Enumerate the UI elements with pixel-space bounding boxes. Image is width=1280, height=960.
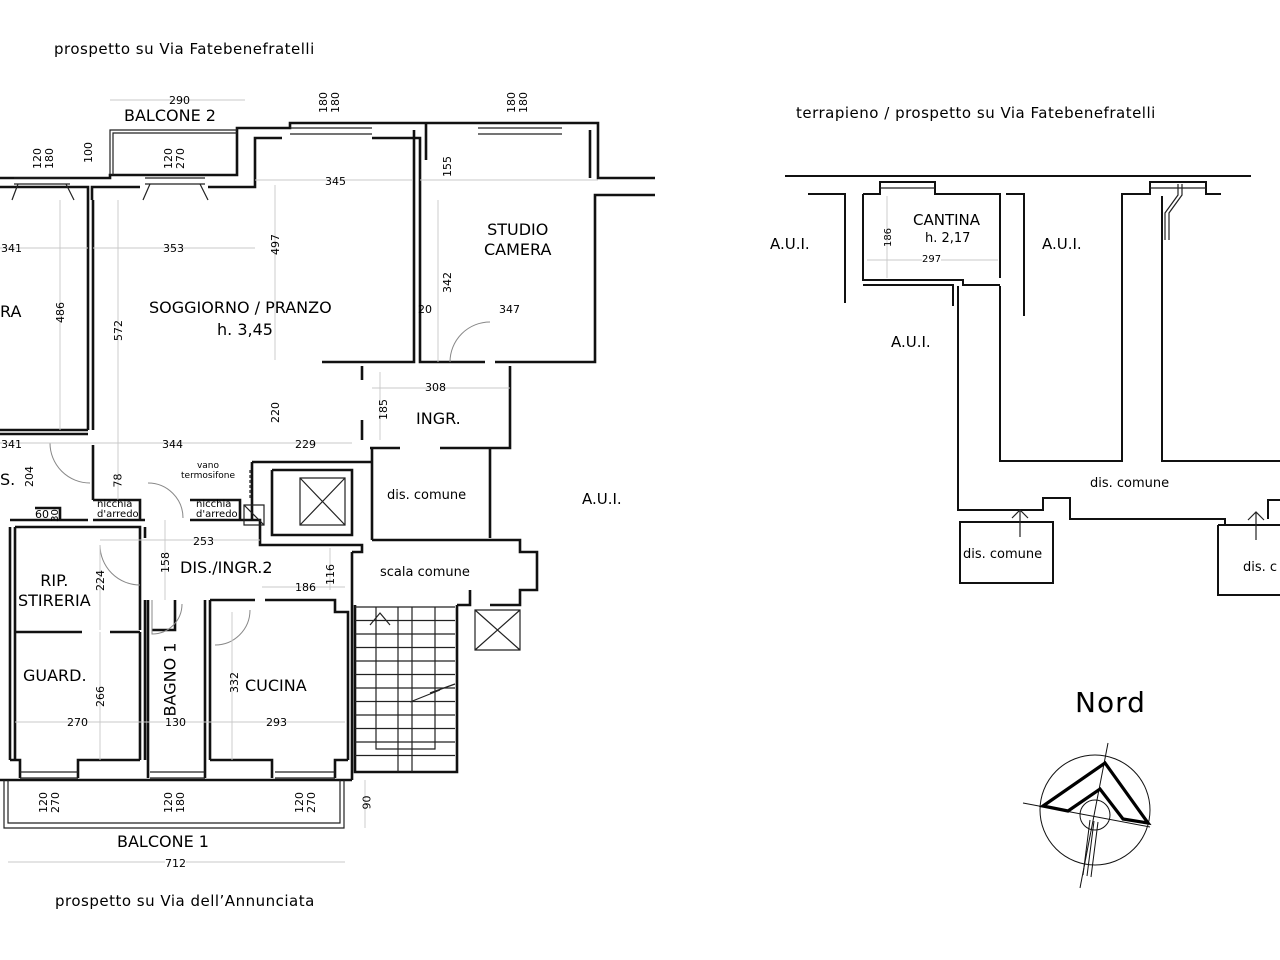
cantina-label: CANTINA: [913, 211, 981, 229]
room-rip-line1: RIP.: [40, 571, 69, 590]
aui-label-1: A.U.I.: [770, 235, 810, 253]
dim-347: 347: [499, 303, 520, 316]
room-scala-comune-label: scala comune: [380, 565, 470, 580]
dim-344: 344: [162, 438, 183, 451]
dim-308: 308: [425, 381, 446, 394]
dim-345: 345: [325, 175, 346, 188]
dim-341b: 341: [1, 438, 22, 451]
radiator-box: [243, 504, 265, 526]
room-soggiorno-height: h. 3,45: [217, 320, 273, 339]
room-ingr-label: INGR.: [416, 409, 461, 428]
dim-253: 253: [193, 535, 214, 548]
apartment-walls: [0, 121, 655, 782]
cellar-walls: [785, 175, 1280, 596]
compass-label: Nord: [1075, 686, 1146, 719]
nicchia-1-label: nicchia d'arredo: [97, 500, 139, 520]
door-swings: [49, 321, 491, 646]
nicchia-1-line1: nicchia: [97, 499, 133, 510]
nicchia-2-line2: d'arredo: [196, 509, 238, 520]
cantina-height: h. 2,17: [925, 231, 971, 246]
balcone-1-outline: [3, 780, 345, 829]
aui-right-label: A.U.I.: [582, 490, 622, 508]
windows-top: [11, 127, 562, 201]
dim-290: 290: [169, 94, 190, 107]
shaft-cross: [474, 609, 521, 651]
dis-comune-label-2: dis. comune: [963, 547, 1043, 562]
room-rip-line2: STIRERIA: [18, 591, 91, 610]
dim-341a: 341: [1, 242, 22, 255]
room-studio-line1: STUDIO: [487, 220, 549, 239]
room-cucina-label: CUCINA: [245, 676, 307, 695]
street-label-bottom-left: prospetto su Via dell’Annunciata: [55, 892, 315, 910]
cantina-dim-297: 297: [922, 254, 942, 265]
room-soggiorno-label: SOGGIORNO / PRANZO: [149, 298, 332, 317]
nicchia-2-line1: nicchia: [196, 499, 232, 510]
aui-label-2: A.U.I.: [1042, 235, 1082, 253]
dim-20: 20: [418, 303, 432, 316]
dim-60: 60: [35, 508, 49, 521]
vano-line2: termosifone: [181, 471, 235, 481]
dimension-lines: [0, 99, 598, 863]
balcone-1-label: BALCONE 1: [117, 832, 209, 851]
room-camera-label: RA: [0, 302, 22, 321]
north-arrow-icon: [1022, 742, 1152, 889]
room-rip-stireria-label: RIP. STIRERIA: [18, 571, 91, 611]
room-studio-line2: CAMERA: [484, 240, 552, 259]
nicchia-1-line2: d'arredo: [97, 509, 139, 520]
stair-break-line: [409, 683, 456, 703]
street-label-top-right: terrapieno / prospetto su Via Fatebenefr…: [796, 104, 1156, 122]
vano-termosifone-label: vano termosifone: [181, 461, 235, 481]
room-dis-comune-label: dis. comune: [387, 488, 467, 503]
dim-270b: 270: [67, 716, 88, 729]
dim-293: 293: [266, 716, 287, 729]
dis-comune-label-1: dis. comune: [1090, 476, 1170, 491]
room-bagno2-label: S.: [0, 470, 16, 489]
stair-arrow-icon: [369, 612, 391, 626]
dis-comune-label-3: dis. c: [1243, 560, 1278, 575]
nicchia-2-label: nicchia d'arredo: [196, 500, 238, 520]
dim-712: 712: [165, 857, 186, 870]
windows-bottom: [20, 771, 335, 779]
stair-inner: [375, 607, 436, 750]
dim-353: 353: [163, 242, 184, 255]
street-label-top-left: prospetto su Via Fatebenefratelli: [54, 40, 315, 58]
dim-186: 186: [295, 581, 316, 594]
stair-well: [397, 607, 413, 772]
balcone-2-label: BALCONE 2: [124, 106, 216, 125]
room-guard-label: GUARD.: [23, 666, 87, 685]
vano-line1: vano: [196, 461, 220, 471]
cantina-dim-186: 186: [883, 227, 895, 248]
dim-130: 130: [165, 716, 186, 729]
aui-label-3: A.U.I.: [891, 333, 931, 351]
dim-229: 229: [295, 438, 316, 451]
staircase: [355, 606, 456, 772]
room-studio-label: STUDIO CAMERA: [484, 220, 551, 260]
room-dis-ingr2-label: DIS./INGR.2: [180, 558, 273, 577]
